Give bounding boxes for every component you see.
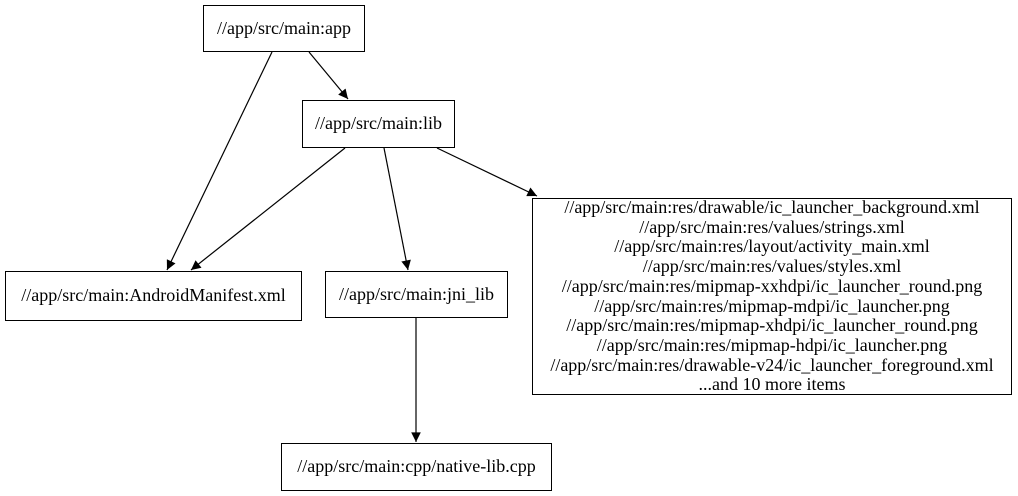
node-res-group: //app/src/main:res/drawable/ic_launcher_… bbox=[532, 196, 1012, 395]
node-jni-lib: //app/src/main:jni_lib bbox=[325, 271, 508, 318]
node-jni-lib-label: //app/src/main:jni_lib bbox=[339, 283, 494, 304]
edge-lib-to-jni-lib bbox=[383, 147, 411, 271]
node-lib: //app/src/main:lib bbox=[302, 100, 455, 148]
resource-label: //app/src/main:res/mipmap-xxhdpi/ic_laun… bbox=[561, 275, 983, 296]
resource-label: //app/src/main:res/layout/activity_main.… bbox=[614, 236, 930, 257]
node-app: //app/src/main:app bbox=[203, 5, 365, 52]
edge-app-to-android-manifest bbox=[166, 51, 273, 271]
resource-label: //app/src/main:res/drawable-v24/ic_launc… bbox=[550, 354, 994, 375]
node-native-lib-label: //app/src/main:cpp/native-lib.cpp bbox=[297, 456, 536, 477]
resource-label: //app/src/main:res/mipmap-mdpi/ic_launch… bbox=[594, 295, 950, 316]
resource-label: //app/src/main:res/values/styles.xml bbox=[642, 256, 902, 277]
node-lib-label: //app/src/main:lib bbox=[315, 113, 442, 134]
node-app-label: //app/src/main:app bbox=[217, 17, 351, 38]
edge-lib-to-res-group bbox=[436, 147, 538, 197]
resource-label: //app/src/main:res/drawable/ic_launcher_… bbox=[564, 196, 980, 217]
resource-more-items-label: ...and 10 more items bbox=[698, 374, 846, 395]
edge-lib-to-android-manifest bbox=[190, 147, 346, 271]
node-android-manifest: //app/src/main:AndroidManifest.xml bbox=[5, 271, 302, 321]
resource-label: //app/src/main:res/values/strings.xml bbox=[639, 216, 905, 237]
node-native-lib: //app/src/main:cpp/native-lib.cpp bbox=[281, 443, 552, 491]
resource-label: //app/src/main:res/mipmap-xhdpi/ic_launc… bbox=[566, 315, 978, 336]
edge-app-to-lib bbox=[308, 51, 349, 100]
node-android-manifest-label: //app/src/main:AndroidManifest.xml bbox=[21, 285, 286, 306]
resource-label: //app/src/main:res/mipmap-hdpi/ic_launch… bbox=[596, 334, 948, 355]
